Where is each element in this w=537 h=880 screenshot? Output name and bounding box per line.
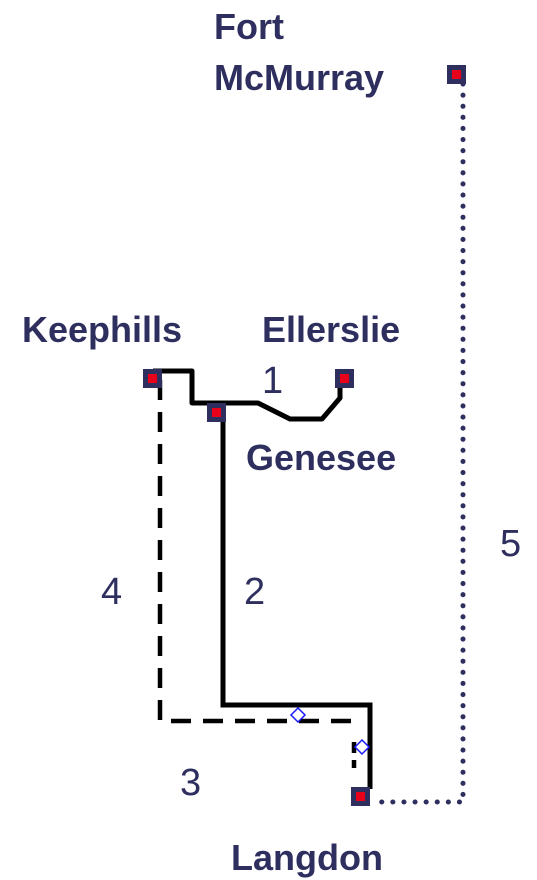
line-label-5: 5 [500,523,521,565]
line-label-4: 4 [101,571,122,613]
line-4 [157,380,360,724]
label-langdon: Langdon [231,837,383,878]
label-genesee: Genesee [246,437,396,478]
node-fort-mcmurray [447,65,466,84]
diamond-marker [289,706,307,724]
line-1 [153,368,343,422]
label-keephills: Keephills [22,309,182,350]
label-fort: Fort [214,6,284,47]
label-mcmurray: McMurray [214,57,384,98]
node-genesee [207,403,226,422]
label-ellerslie: Ellerslie [262,309,400,350]
line-label-1: 1 [262,360,283,402]
line-5 [369,81,466,805]
node-keephills [143,369,162,388]
node-ellerslie [335,369,354,388]
line-label-3: 3 [180,762,201,804]
diamond-marker [353,738,371,756]
line-label-2: 2 [244,571,265,613]
node-langdon [351,787,370,806]
